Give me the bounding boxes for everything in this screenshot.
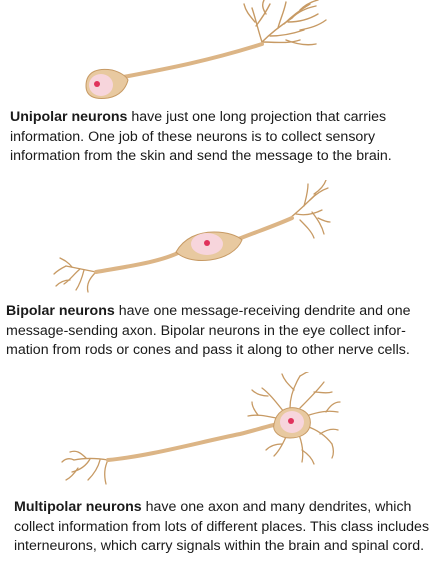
multipolar-caption: Multipolar neurons have one axon and man… <box>14 498 440 557</box>
multipolar-description: have one axon and many dendrites, which … <box>14 499 430 554</box>
unipolar-description: have just one long projection that carri… <box>10 109 392 164</box>
bipolar-left-dendrite-tree <box>53 257 97 293</box>
unipolar-axon <box>116 42 264 80</box>
bipolar-description: have one message-receiving dendrite and … <box>6 303 411 358</box>
bipolar-right-dendrite-tree <box>289 180 331 239</box>
multipolar-neuron-illustration <box>61 372 341 485</box>
multipolar-left-dendrite-tree <box>61 450 109 485</box>
multipolar-soma-dendrite-tree <box>247 372 341 465</box>
bipolar-term: Bipolar neurons <box>6 303 115 319</box>
unipolar-nucleus <box>94 81 100 87</box>
unipolar-dendrite-tree <box>243 0 327 46</box>
multipolar-axon <box>106 422 280 462</box>
unipolar-caption: Unipolar neurons have just one long proj… <box>10 108 438 167</box>
bipolar-caption: Bipolar neurons have one message-receivi… <box>6 302 442 361</box>
bipolar-neuron-illustration <box>53 180 331 293</box>
multipolar-term: Multipolar neurons <box>14 499 142 515</box>
bipolar-dendrite <box>94 250 182 274</box>
unipolar-soma-glow <box>89 74 113 96</box>
unipolar-term: Unipolar neurons <box>10 109 128 125</box>
multipolar-nucleus <box>288 418 294 424</box>
bipolar-nucleus <box>204 240 210 246</box>
bipolar-axon <box>234 216 294 242</box>
unipolar-neuron-illustration <box>85 0 327 99</box>
